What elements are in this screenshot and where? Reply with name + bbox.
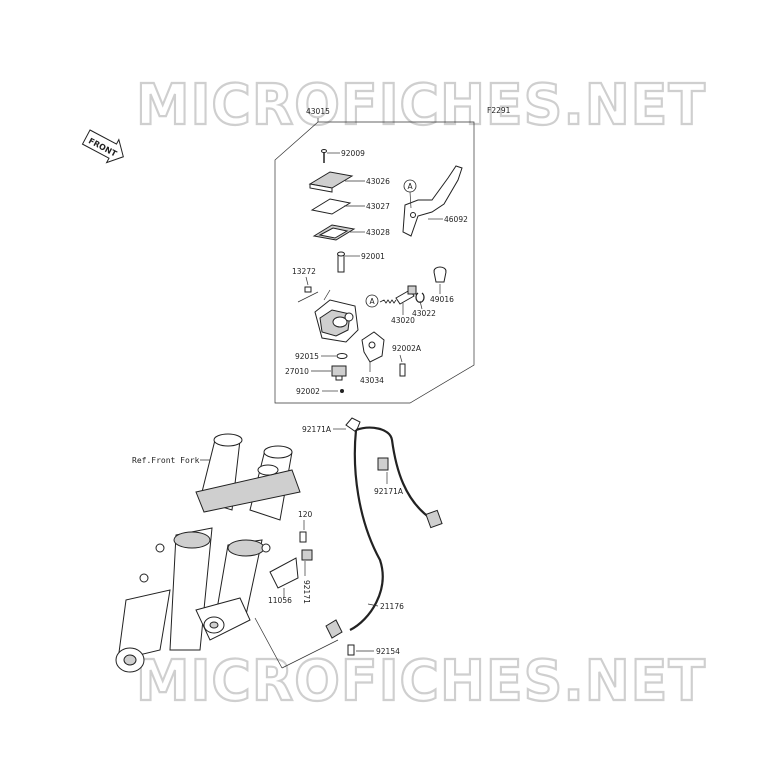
label-11056: 11056 [268, 596, 292, 605]
bolt-92002a: 92002A [392, 344, 422, 377]
label-43020: 43020 [391, 316, 415, 325]
label-92015: 92015 [295, 352, 319, 361]
boot-49016: 49016 [430, 266, 454, 304]
ring-43022: 43022 [412, 292, 436, 318]
label-43028: 43028 [366, 228, 390, 237]
holder-43034: 43034 [360, 331, 385, 385]
master-cylinder-body [314, 289, 359, 343]
label-43034: 43034 [360, 376, 384, 385]
plate-43027: 43027 [310, 198, 390, 215]
diaphragm-43028: 43028 [312, 224, 390, 241]
label-43026: 43026 [366, 177, 390, 186]
label-43027: 43027 [366, 202, 390, 211]
clamp-92171a-mid: 92171A [374, 457, 404, 496]
label-92171a-mid: 92171A [374, 487, 404, 496]
lever-46092: A 46092 [402, 165, 468, 237]
clamp-92171: 92171 [301, 549, 313, 604]
figure-code: F2291 [487, 106, 511, 115]
brake-hose-21176 [349, 429, 384, 631]
screw-92002: 92002 [296, 387, 344, 396]
label-43015: 43015 [306, 107, 330, 116]
label-92171: 92171 [302, 580, 311, 604]
sensor-27010: 27010 [285, 365, 347, 381]
hose-connector [425, 509, 443, 529]
label-21176: 21176 [380, 602, 404, 611]
label-13272: 13272 [292, 267, 316, 276]
bolt-120: 120 [298, 510, 313, 543]
washer-92015: 92015 [295, 352, 348, 361]
label-27010: 27010 [285, 367, 309, 376]
front-arrow-icon: FRONT [81, 129, 124, 164]
callout-a-lever: A [408, 182, 414, 191]
switch-13272: 13272 [292, 267, 319, 303]
label-92002: 92002 [296, 387, 320, 396]
screw-92009: 92009 [321, 149, 365, 163]
bracket-11056: 11056 [268, 557, 299, 605]
label-92002a: 92002A [392, 344, 422, 353]
label-92001: 92001 [361, 252, 385, 261]
label-49016: 49016 [430, 295, 454, 304]
label-43022: 43022 [412, 309, 436, 318]
watermark-top: MICROFICHES.NET [136, 73, 706, 138]
piston-43020: A 43020 [365, 285, 417, 325]
clamp-92171a-upper: 92171A [302, 417, 361, 434]
front-fork-illustration [115, 433, 301, 673]
bolt-92001: 92001 [337, 251, 385, 273]
watermark-bottom: MICROFICHES.NET [136, 649, 706, 714]
label-92154: 92154 [376, 647, 400, 656]
label-120: 120 [298, 510, 313, 519]
label-46092: 46092 [444, 215, 468, 224]
bolt-92154: 92154 [325, 619, 400, 656]
label-92171a-upper: 92171A [302, 425, 332, 434]
label-92009: 92009 [341, 149, 365, 158]
callout-a-piston: A [370, 297, 376, 306]
cap-43026: 43026 [308, 171, 390, 193]
brake-hose-upper-run [355, 426, 431, 519]
reference-label: Ref.Front Fork [132, 456, 200, 465]
